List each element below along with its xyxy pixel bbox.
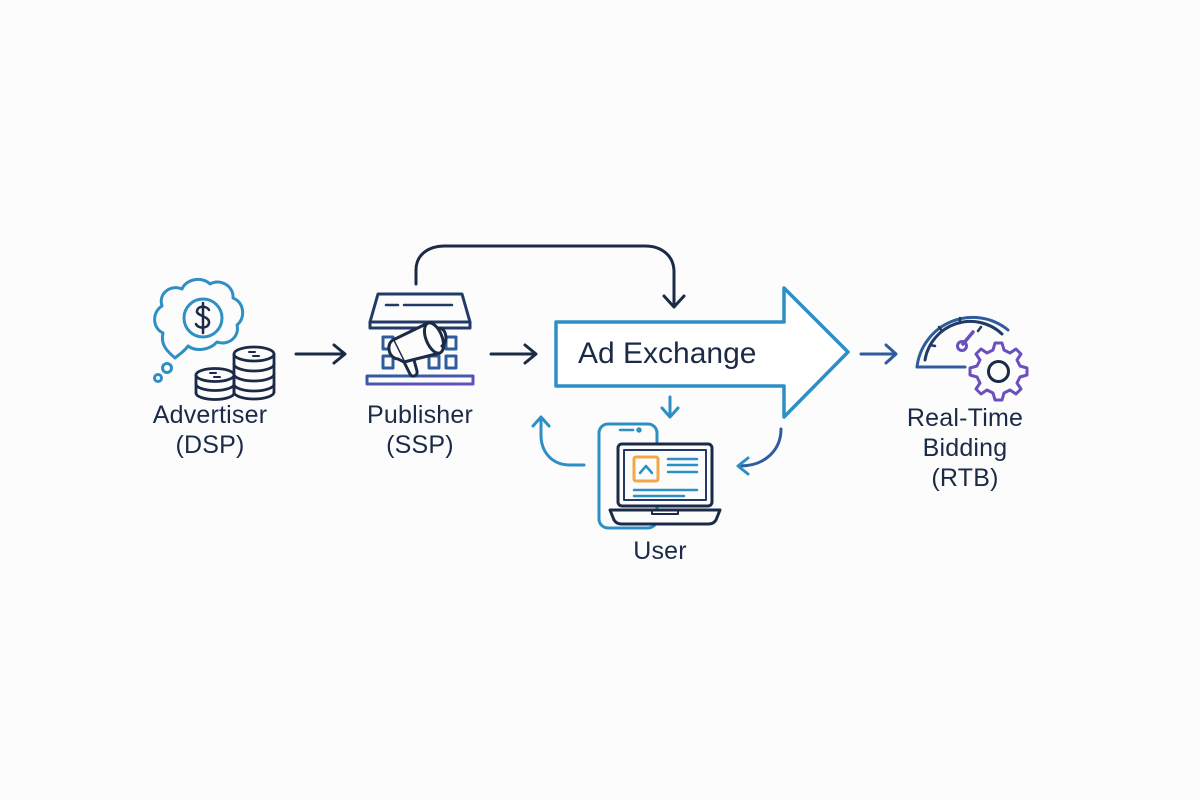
thought-bubble-icon xyxy=(153,277,245,383)
gear-icon xyxy=(968,341,1029,402)
user-label: User xyxy=(633,537,687,565)
block-arrow-shape xyxy=(554,286,850,419)
laptop-icon xyxy=(608,442,722,526)
rtb-label: Real-Time Bidding (RTB) xyxy=(906,404,1024,492)
arrow-publisher-to-exchange xyxy=(489,343,538,365)
megaphone-icon xyxy=(387,321,448,378)
storefront-icon xyxy=(368,292,472,330)
arrow-exchange-to-rtb xyxy=(859,343,898,365)
advertiser-icon xyxy=(153,277,276,401)
curved-arrow-exchange-to-user xyxy=(736,427,783,476)
dollar-coin-icon xyxy=(182,297,224,339)
ad-exchange-label: Ad Exchange xyxy=(578,337,757,370)
publisher-label: Publisher (SSP) xyxy=(366,401,474,459)
arrow-exchange-to-user xyxy=(660,395,680,419)
curved-arrow-publisher-over-to-exchange xyxy=(414,244,686,309)
publisher-icon xyxy=(365,292,475,386)
curved-arrow-user-to-exchange xyxy=(531,415,586,467)
ad-exchange-node xyxy=(554,286,850,419)
arrow-advertiser-to-publisher xyxy=(294,343,347,365)
speedometer-icon xyxy=(915,315,1010,369)
coin-stack-icon xyxy=(194,345,276,401)
advertiser-label: Advertiser (DSP) xyxy=(152,401,268,459)
user-device-icon xyxy=(597,422,722,530)
rtb-icon xyxy=(915,315,1029,402)
